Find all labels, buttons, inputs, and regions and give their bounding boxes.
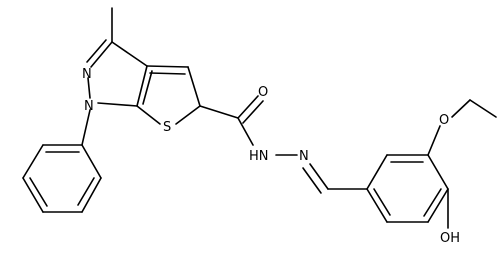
- bond-o-ch2: [451, 99, 471, 118]
- bond-carbonyl-nh: [237, 117, 254, 146]
- bond-ph-e: [81, 177, 102, 213]
- bond-ph-f: [81, 144, 102, 179]
- bond-ring-c: [427, 154, 449, 190]
- bond-c5-carbonyl: [199, 105, 239, 119]
- atom-label-n-imine: N: [299, 149, 309, 164]
- bond-c6a-double: [142, 70, 153, 105]
- atom-label-o-carbonyl: O: [258, 85, 268, 100]
- bond-c3a-c4: [146, 65, 189, 68]
- bond-ring-double-3: [373, 188, 391, 216]
- bond-ph-b: [22, 144, 44, 179]
- bond-c3-n2: [90, 41, 113, 68]
- atom-label-o-ethoxy: O: [439, 113, 449, 128]
- atom-label-s: S: [163, 120, 171, 135]
- atom-label-oh: OH: [440, 231, 460, 246]
- bond-s-c6a: [136, 105, 161, 125]
- bond-n-phenyl: [81, 109, 91, 146]
- atom-label-hn: HN: [249, 149, 269, 164]
- bond-c3a-c4-double: [149, 72, 186, 75]
- bond-n-ch: [309, 163, 329, 190]
- bond-ring-oet: [427, 125, 441, 156]
- bond-c5-s: [175, 105, 201, 125]
- bond-n1-c6a: [97, 102, 138, 107]
- bond-co-double: [242, 100, 264, 124]
- bond-layer: [22, 7, 497, 229]
- bond-n-ch-double: [302, 167, 322, 194]
- bond-c3a-c3: [111, 41, 148, 67]
- bond-ring-f: [366, 188, 388, 223]
- bond-ph-double-3: [77, 177, 95, 206]
- bond-ring-double-2: [423, 188, 442, 217]
- bond-c4-c5: [187, 66, 201, 107]
- bond-ph-c: [22, 177, 44, 213]
- bond-ph-double-2: [29, 177, 48, 207]
- bond-ring-d: [427, 188, 449, 223]
- bond-c6a-c3a: [136, 65, 148, 107]
- bond-c3-n2-double: [86, 39, 107, 63]
- bond-ch2-ch3: [469, 99, 497, 118]
- bond-n2-n1: [87, 77, 91, 99]
- atom-label-n-phenyl: N: [84, 99, 94, 114]
- atom-label-n-pyrazole: N: [82, 67, 92, 82]
- bond-co: [237, 95, 259, 119]
- atom-label-layer: N N S O HN N O OH: [82, 67, 460, 246]
- bond-ring-a: [366, 154, 388, 190]
